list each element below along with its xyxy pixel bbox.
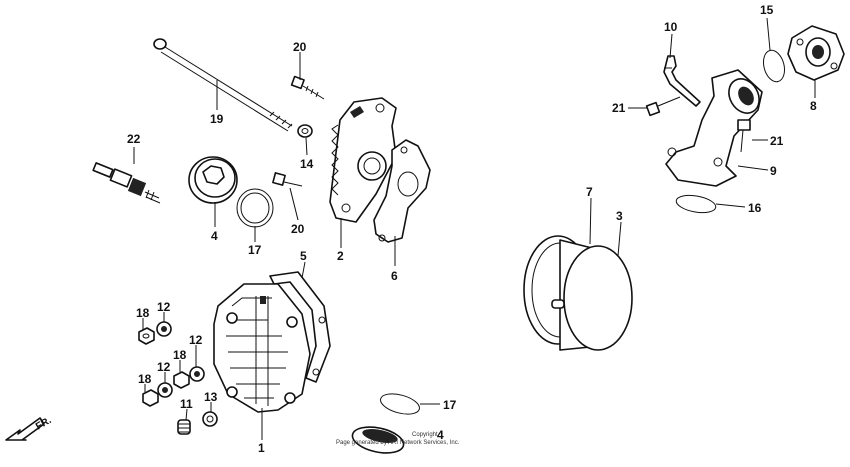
callout-3: 3 — [616, 209, 623, 223]
front-marker-label: FR. — [34, 415, 54, 433]
callout-19: 19 — [210, 112, 224, 126]
part-18-cap-nut-a[interactable] — [138, 327, 155, 345]
callout-2: 2 — [337, 249, 344, 263]
callout-4-bottom: 4 — [437, 428, 444, 442]
part-2-side-cover[interactable] — [329, 97, 397, 223]
callout-12-b: 12 — [189, 333, 203, 347]
part-11-stud-nut[interactable] — [177, 419, 191, 435]
callout-7: 7 — [586, 185, 593, 199]
part-20-bolt-top[interactable] — [290, 75, 325, 100]
front-direction-arrow: FR. — [5, 415, 54, 441]
part-8-insulator[interactable] — [787, 25, 845, 81]
callout-17-bottom: 17 — [443, 398, 457, 412]
callout-6: 6 — [391, 269, 398, 283]
callout-14: 14 — [300, 157, 314, 171]
leader-lines — [133, 17, 816, 440]
part-18-cap-nut-c[interactable] — [142, 389, 159, 407]
part-4-cap-bottom[interactable] — [350, 423, 406, 457]
copyright-line-1: Copyright — [412, 432, 438, 438]
callout-20-right: 21 — [770, 134, 784, 148]
callout-18-b: 18 — [173, 348, 187, 362]
callout-11: 11 — [180, 397, 193, 411]
part-10-bracket[interactable] — [663, 55, 701, 107]
callout-22: 22 — [127, 132, 141, 146]
callout-1: 1 — [258, 441, 265, 455]
callout-18-c: 18 — [138, 372, 152, 386]
callout-8: 8 — [810, 99, 817, 113]
callout-20-top: 20 — [293, 40, 307, 54]
part-6-gasket[interactable] — [373, 139, 431, 243]
callout-15: 15 — [760, 3, 774, 17]
part-21-bolt[interactable] — [645, 96, 681, 117]
callout-4-top: 4 — [211, 229, 218, 243]
copyright-notice: Copyright Page generated by ARI Network … — [336, 432, 460, 446]
part-1-cylinder-head[interactable] — [213, 283, 311, 413]
callout-20-mid: 20 — [291, 222, 305, 236]
part-20-bolt-mid[interactable] — [272, 172, 303, 187]
callout-labels: 20 19 14 22 4 17 20 2 6 5 1 7 3 10 21 21… — [127, 3, 817, 455]
part-19-long-bolt[interactable] — [153, 38, 293, 132]
part-20-bolt-right[interactable] — [737, 119, 751, 153]
part-15-o-ring[interactable] — [760, 48, 788, 84]
part-13-washer[interactable] — [202, 411, 218, 427]
callout-17-top: 17 — [248, 243, 262, 257]
callout-10: 10 — [664, 20, 678, 34]
part-4-cap[interactable] — [188, 156, 238, 204]
callout-18-a: 18 — [136, 306, 150, 320]
callout-9: 9 — [770, 164, 777, 178]
part-3-round-cover[interactable] — [551, 239, 633, 351]
callout-12-c: 12 — [157, 360, 171, 374]
callout-12-a: 12 — [157, 300, 171, 314]
callout-21: 21 — [612, 101, 626, 115]
part-18-cap-nut-b[interactable] — [173, 371, 190, 389]
part-9-intake-pipe[interactable] — [665, 69, 765, 187]
part-17-o-ring-top[interactable] — [236, 188, 274, 228]
part-12-washer-b[interactable] — [189, 366, 205, 382]
callout-13: 13 — [204, 390, 218, 404]
part-12-washer-c[interactable] — [157, 382, 173, 398]
part-12-washer-a[interactable] — [156, 321, 172, 337]
part-14-washer[interactable] — [297, 124, 313, 138]
part-16-o-ring[interactable] — [675, 193, 717, 216]
part-17-o-ring-bottom[interactable] — [378, 390, 421, 418]
part-22-spark-plug[interactable] — [92, 162, 161, 204]
callout-16: 16 — [748, 201, 762, 215]
callout-5: 5 — [300, 249, 307, 263]
copyright-line-2: Page generated by ARI Network Services, … — [336, 440, 460, 446]
